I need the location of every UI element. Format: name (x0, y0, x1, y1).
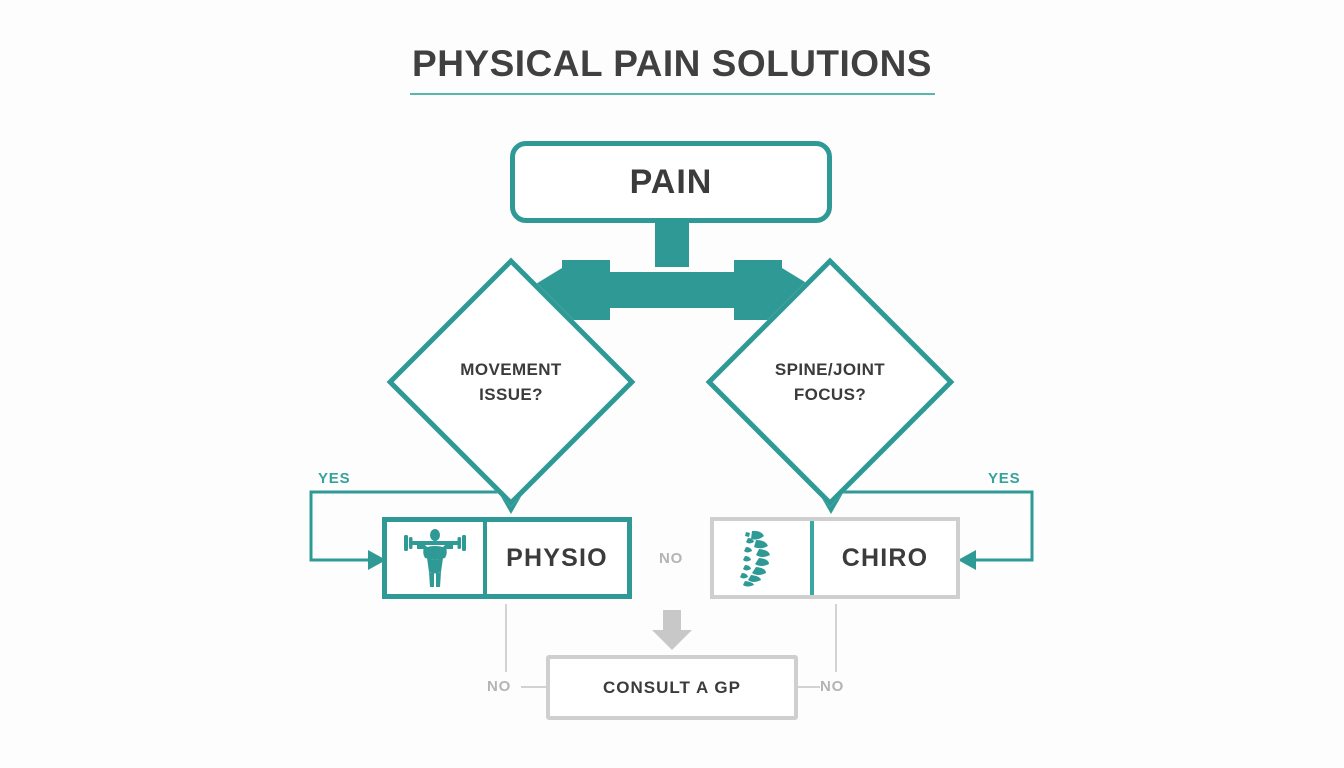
node-physio[interactable]: PHYSIO (382, 517, 632, 599)
node-physio-label: PHYSIO (506, 543, 608, 572)
page-title-text: PHYSICAL PAIN SOLUTIONS (412, 43, 932, 84)
edge-label-yes-right: YES (988, 470, 1021, 487)
node-movement-issue-label: MOVEMENT ISSUE? (404, 357, 619, 408)
edge-label-yes-left: YES (318, 470, 351, 487)
edge-yes-right-head (958, 550, 976, 570)
spine-icon (740, 530, 770, 587)
node-spine-joint-focus-line1: SPINE/JOINT (774, 359, 886, 379)
node-chiro[interactable]: CHIRO (710, 517, 960, 599)
node-chiro-label: CHIRO (841, 543, 929, 572)
node-spine-joint-focus[interactable]: SPINE/JOINT FOCUS? (700, 252, 960, 512)
physio-icon-cell (387, 522, 487, 594)
edge-label-no-left: NO (487, 678, 512, 695)
node-movement-issue-line1: MOVEMENT (460, 359, 562, 379)
edge-no-center-stem (663, 610, 681, 636)
edge-label-no-right: NO (820, 678, 845, 695)
chiro-label-cell: CHIRO (814, 521, 956, 595)
node-spine-joint-focus-line2: FOCUS? (793, 385, 867, 404)
node-movement-issue[interactable]: MOVEMENT ISSUE? (381, 252, 641, 512)
page-title: PHYSICAL PAIN SOLUTIONS (0, 43, 1344, 95)
node-pain[interactable]: PAIN (510, 141, 832, 223)
node-consult-gp[interactable]: CONSULT A GP (546, 655, 798, 720)
chiro-icon-cell (714, 521, 814, 595)
weightlifter-icon (404, 529, 466, 587)
node-spine-joint-focus-label: SPINE/JOINT FOCUS? (723, 357, 938, 408)
node-consult-gp-label: CONSULT A GP (603, 677, 741, 697)
node-movement-issue-line2: ISSUE? (479, 385, 543, 404)
edge-pain-stem (655, 223, 689, 267)
node-pain-label: PAIN (629, 162, 713, 201)
edge-label-no-center: NO (659, 550, 684, 567)
physio-label-cell: PHYSIO (487, 522, 627, 594)
title-underline (409, 92, 935, 95)
edge-no-center-head (652, 630, 692, 650)
